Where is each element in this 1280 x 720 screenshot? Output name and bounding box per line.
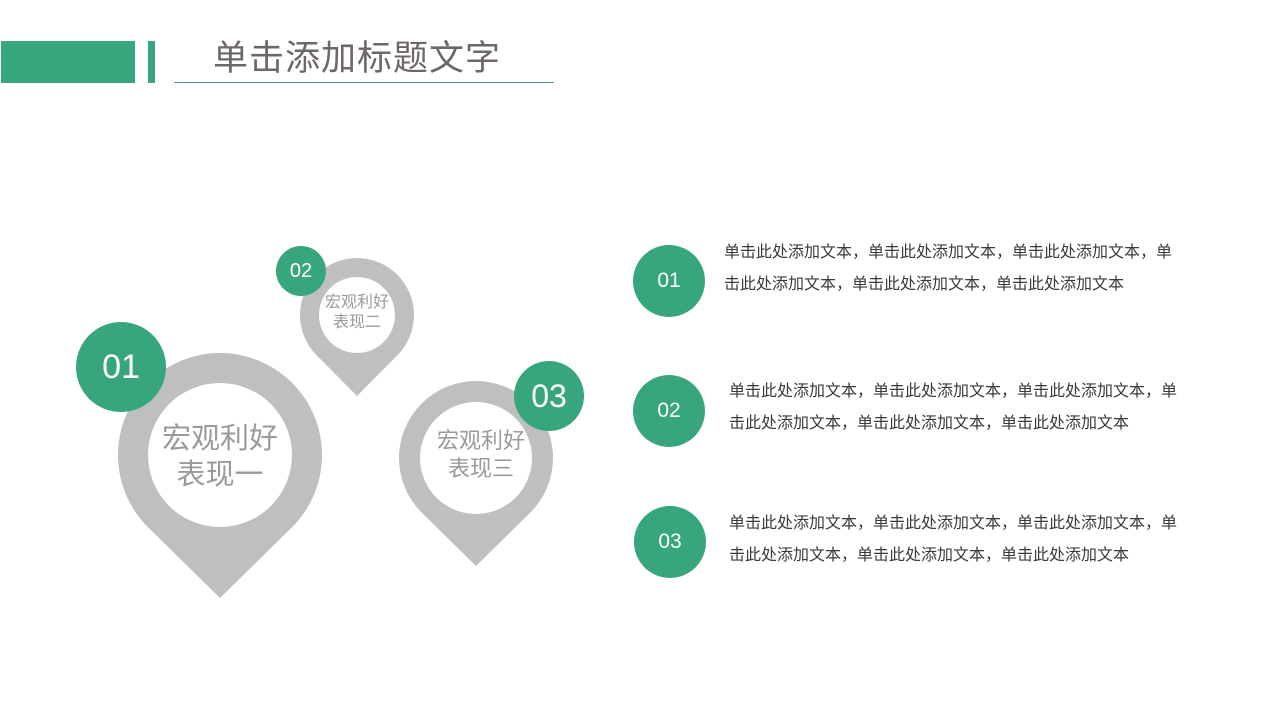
page-title: 单击添加标题文字	[213, 39, 502, 79]
pin-3-label-line2: 表现三	[447, 456, 514, 482]
pin-2-label: 宏观利好 表现二	[307, 292, 407, 332]
pin-1-label: 宏观利好 表现一	[140, 420, 300, 493]
item-2-text[interactable]: 单击此处添加文本，单击此处添加文本，单击此处添加文本，单击此处添加文本，单击此处…	[729, 381, 1178, 432]
pin-1-number-badge: 01	[76, 322, 166, 412]
map-pin-3-hole	[420, 402, 532, 514]
pin-3-number-badge: 03	[514, 361, 584, 431]
pin-2-label-line1: 宏观利好	[324, 292, 389, 311]
pin-3-label-line1: 宏观利好	[436, 429, 525, 454]
pin-1-label-line1: 宏观利好	[161, 421, 278, 455]
map-pin-2-hole	[319, 277, 395, 353]
header-accent-bar	[1, 41, 135, 83]
pin-1-label-line2: 表现一	[176, 457, 264, 492]
header-accent-stripe	[148, 41, 155, 83]
item-3-text[interactable]: 单击此处添加文本，单击此处添加文本，单击此处添加文本，单击此处添加文本，单击此处…	[729, 513, 1178, 564]
title-underline	[174, 82, 554, 83]
pin-2-label-line2: 表现二	[332, 312, 381, 331]
map-pin-1-hole	[148, 383, 292, 527]
item-1-text[interactable]: 单击此处添加文本，单击此处添加文本，单击此处添加文本，单击此处添加文本，单击此处…	[724, 242, 1173, 293]
item-2-number-badge: 02	[633, 375, 705, 447]
pin-3-label: 宏观利好 表现三	[421, 428, 541, 483]
item-1-number-badge: 01	[633, 245, 705, 317]
item-3-number-badge: 03	[634, 506, 706, 578]
pin-2-number-badge: 02	[276, 246, 326, 296]
